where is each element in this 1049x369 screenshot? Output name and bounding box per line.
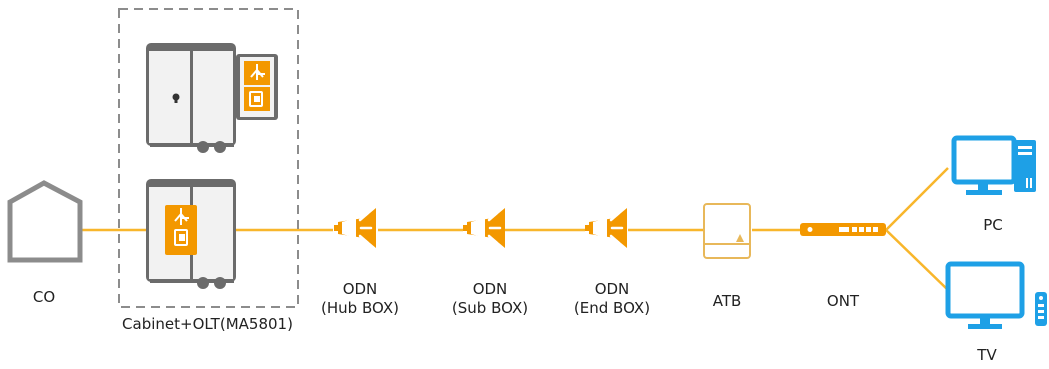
- atb-label: ATB: [712, 292, 742, 310]
- pc-label: PC: [983, 216, 1003, 234]
- cabinet-icon: [146, 43, 236, 153]
- odn-end-label-line2: (End BOX): [573, 299, 651, 317]
- co-label: CO: [32, 288, 56, 306]
- house-outline-icon: [7, 180, 83, 263]
- tv-label: TV: [977, 346, 997, 364]
- terminal-box-icon: [703, 203, 751, 259]
- odn-hub-label-line1: ODN: [342, 280, 378, 298]
- television-icon: [945, 261, 1047, 329]
- ont-label: ONT: [826, 292, 860, 310]
- odn-end-splitter-icon: [583, 206, 629, 250]
- odn-hub-label-line2: (Hub BOX): [321, 299, 399, 317]
- odn-sub-label-line1: ODN: [472, 280, 508, 298]
- ont-router-icon: [800, 223, 886, 236]
- desktop-pc-icon: [951, 135, 1036, 195]
- odn-sub-label: ODN (Sub BOX): [440, 280, 540, 318]
- odn-hub-splitter-icon: [332, 206, 378, 250]
- odn-end-label: ODN (End BOX): [562, 280, 662, 318]
- odn-end-label-line1: ODN: [594, 280, 630, 298]
- cabinet-olt-icon: [146, 179, 236, 289]
- cabinet-olt-label: Cabinet+OLT(MA5801): [122, 315, 293, 333]
- olt-card-icon: [236, 54, 278, 120]
- odn-hub-label: ODN (Hub BOX): [310, 280, 410, 318]
- odn-sub-splitter-icon: [461, 206, 507, 250]
- odn-sub-label-line2: (Sub BOX): [451, 299, 529, 317]
